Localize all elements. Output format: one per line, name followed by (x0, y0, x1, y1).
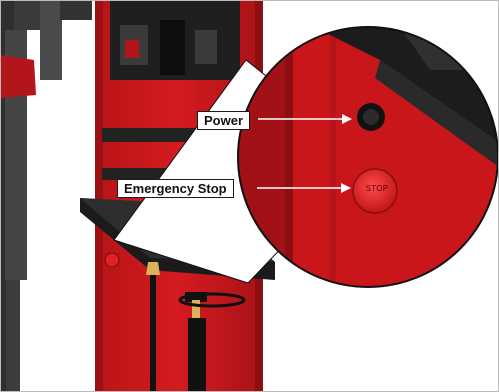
machine-frame (0, 0, 92, 392)
stop-button-text: STOP (352, 184, 402, 193)
top-housing (110, 0, 240, 80)
emergency-stop-callout-label: Emergency Stop (117, 179, 234, 198)
small-stop-button-icon (105, 253, 119, 267)
power-callout-label: Power (197, 111, 250, 130)
